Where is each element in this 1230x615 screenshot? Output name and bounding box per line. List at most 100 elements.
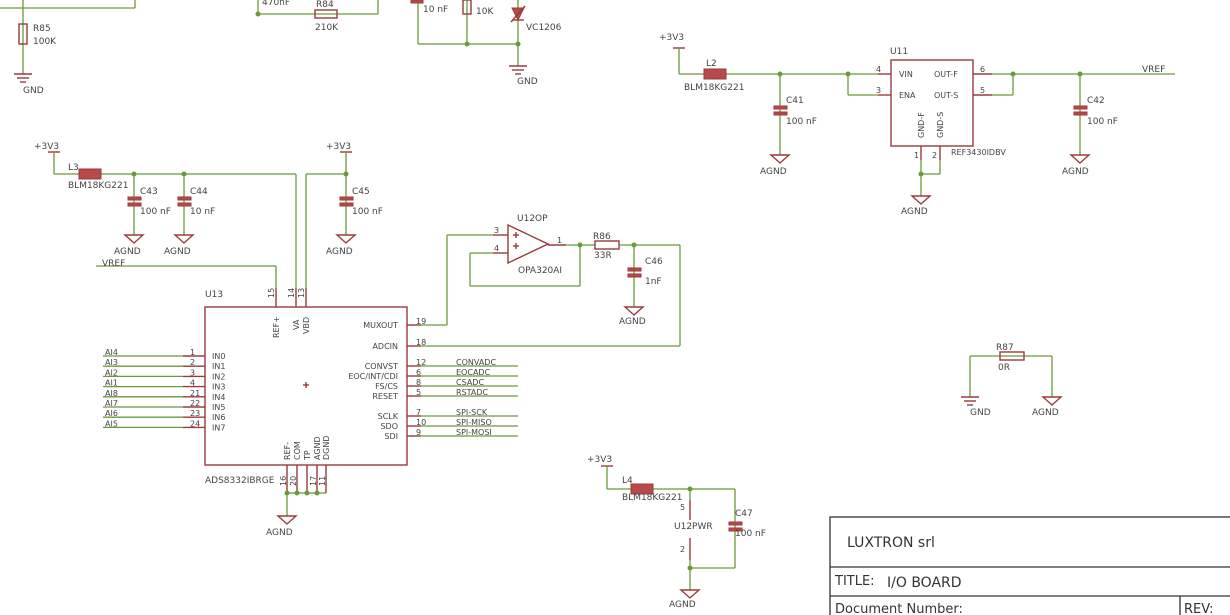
agnd-label: AGND [114,247,141,257]
u13-pin-refm: REF- [283,442,292,460]
document-number-label: Document Number: [835,602,963,615]
cap-10n-value: 10 nF [423,5,448,15]
l2-value: BLM18KG221 [684,83,744,93]
cap-470-value: 470nF [262,0,290,8]
title-label: TITLE: [834,574,875,589]
u13-output-pin-number: 5 [416,388,421,397]
c45-plate-bottom [339,202,354,207]
agnd-symbol [335,234,357,244]
u13-ref: U13 [205,290,223,300]
u11-pin-num-4: 4 [876,65,881,74]
gnd-symbol-2 [509,65,527,75]
c45-ref: C45 [352,187,370,197]
revision-label: REV: [1184,602,1213,615]
r86-value: 33R [594,251,612,261]
u13-output-pin-number: 8 [416,378,421,387]
gnd-label-2: GND [517,77,538,87]
c44-plate-top [177,196,192,201]
u11-value: REF3430IDBV [951,148,1006,157]
adc-u13: U13 ADS8332IBRGE 15 14 13 REF+ VA VBD AI… [103,288,518,538]
c47-value: 100 nF [735,529,766,539]
u12-pin-num-5: 5 [680,503,685,512]
opamp-pin-num-4: 4 [494,244,499,253]
c41-plate-bottom [773,111,788,116]
gnd-label: GND [970,408,991,418]
u11-pin-vin: VIN [899,70,913,79]
u13-output-pin-name: CONVST [365,362,398,371]
reference-block: +3V3 L2 BLM18KG221 C41 100 nF AGND U11 R… [659,33,1175,217]
res-10k-symbol [462,0,472,15]
u11-pin-outf: OUT-F [934,70,958,79]
r84-ref: R84 [316,0,334,10]
agnd-symbol [1069,154,1091,164]
u11-pin-num-6: 6 [980,65,985,74]
u13-input-net-label: AI2 [105,368,118,377]
u13-pin-num-11: 11 [318,476,327,486]
u13-output-net-label: SPI-SCK [456,408,488,417]
c46-plate-bottom [627,273,642,278]
agnd-label: AGND [266,528,293,538]
c41-ref: C41 [786,96,804,106]
r85-symbol [18,23,28,45]
supply-3v3-label-2: +3V3 [326,142,351,152]
varistor-symbol [510,5,526,23]
u13-input-net-label: AI4 [105,348,118,357]
agnd-symbol [623,306,645,316]
u13-pin-num-13: 13 [297,288,306,298]
u13-input-pin-number: 3 [190,368,195,377]
top-left-section: R85 100K GND R84 210K 470nF 10 nF 10K VC… [0,0,562,96]
u13-output-pin-name: SDO [380,422,398,431]
u13-output-net-label: CSADC [456,378,484,387]
u13-input-net-label: AI1 [105,379,118,388]
u13-output-pin-number: 18 [416,338,426,347]
c43-plate-top [127,196,142,201]
c47-plate-bottom [728,527,743,532]
u13-output-net-label: CONVADC [456,358,496,367]
supply-3v3-label: +3V3 [587,455,612,465]
u13-input-pin-name: IN3 [212,383,225,392]
res-10k-value: 10K [476,7,494,17]
c43-ref: C43 [140,187,158,197]
u13-pin-tp: TP [303,450,312,461]
u13-pin-num-20: 20 [289,476,298,486]
agnd-symbol [679,589,701,599]
u11-pin-num-2: 2 [932,151,937,160]
agnd-label: AGND [619,317,646,327]
u13-input-net-label: AI8 [105,389,118,398]
c43-value: 100 nF [140,207,171,217]
u13-output-net-label: RSTADC [456,388,489,397]
u13-output-pin-number: 10 [416,418,426,427]
l4-ferrite [630,483,654,495]
gnd-symbol [14,73,32,83]
adc-supply-section: +3V3 L3 BLM18KG221 C43 100 nF AGND C44 1… [34,142,383,288]
agnd-label: AGND [1032,408,1059,418]
u13-input-pin-number: 1 [190,348,195,357]
u13-output-pin-number: 9 [416,428,421,437]
l4-value: BLM18KG221 [622,493,682,503]
c42-plate-top [1073,105,1088,110]
u13-output-pin-number: 19 [416,317,426,326]
supply-3v3-label: +3V3 [659,33,684,43]
opamp-section: 3 4 U12OP OPA320AI 1 R86 33R C46 1nF AGN… [421,214,681,347]
u11-pin-gndf: GND-F [917,112,926,138]
u13-pin-num-16: 16 [279,476,288,486]
u13-output-pin-name: FS/CS [375,382,398,391]
l3-ref: L3 [68,163,79,173]
agnd-symbol [769,154,791,164]
u13-pin-va: VA [292,319,301,330]
u13-input-pin-name: IN6 [212,413,225,422]
supply-3v3-label: +3V3 [34,142,59,152]
u13-input-pin-name: IN7 [212,423,225,432]
agnd-label: AGND [326,247,353,257]
opamp-value: OPA320AI [518,266,562,276]
opamp-pin-num-3: 3 [494,226,499,235]
u11-pin-gnds: GND-S [936,112,945,138]
u13-input-net-label: AI5 [105,419,118,428]
u13-pin-dgnd: DGND [322,435,331,460]
l3-ferrite [78,168,102,180]
u13-pin-vbd: VBD [302,317,311,334]
u13-pin-num-15: 15 [267,288,276,298]
